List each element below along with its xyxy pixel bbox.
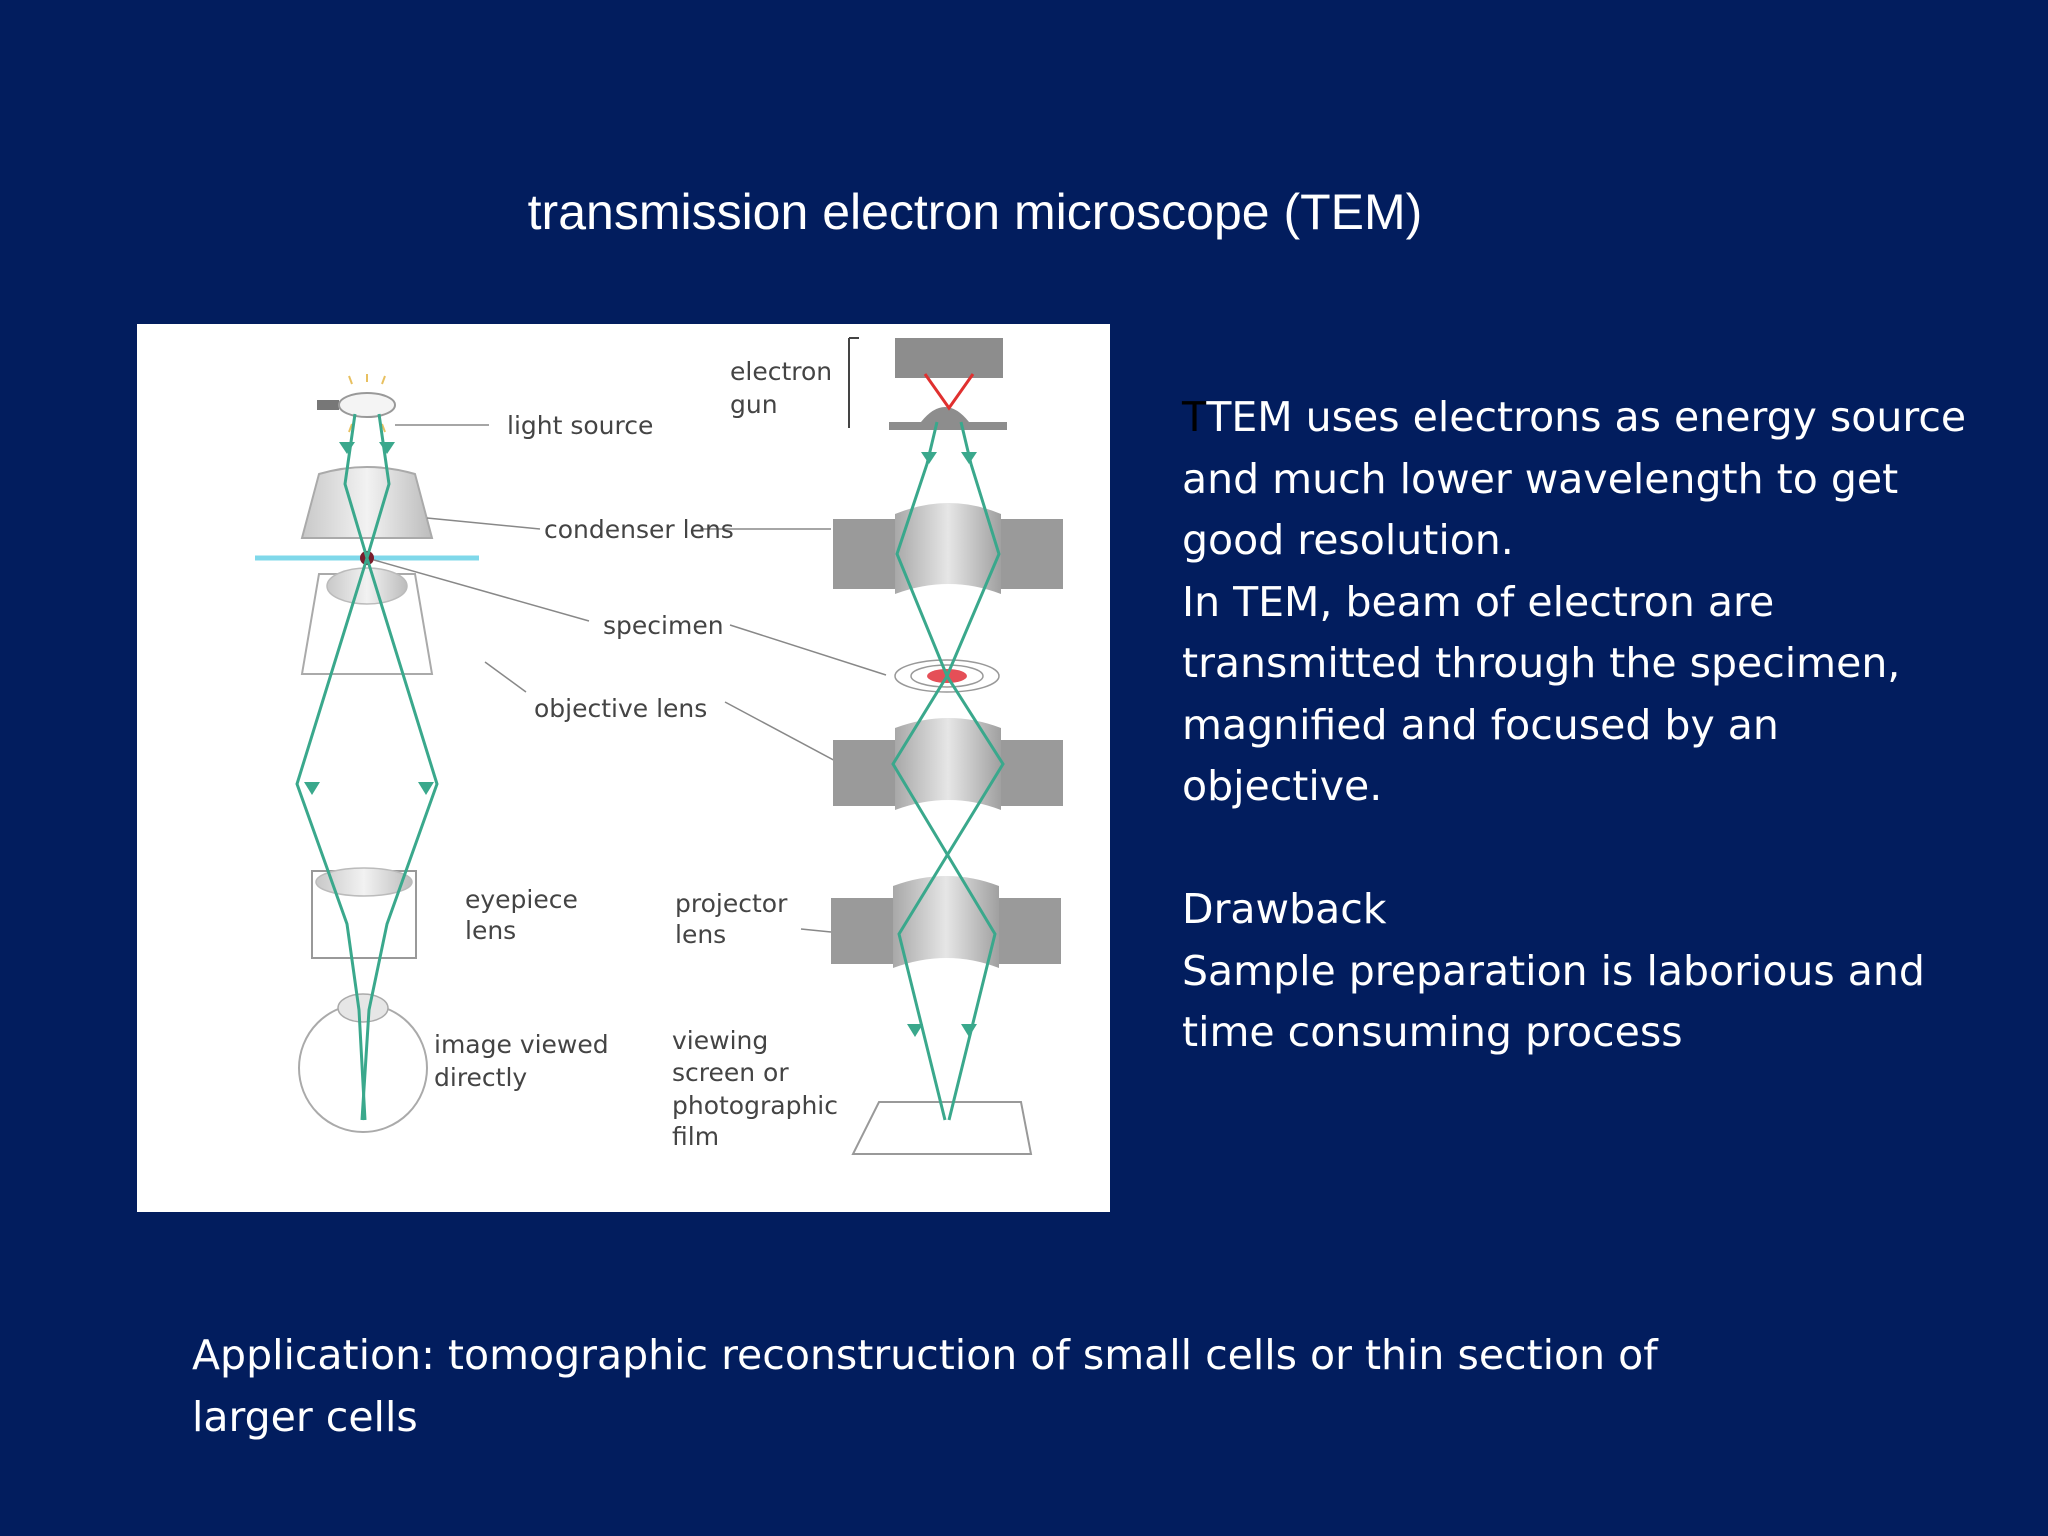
electron-microscope: [831, 337, 1063, 1155]
application-text: Application: tomographic reconstruction …: [192, 1325, 1792, 1448]
label-specimen: specimen: [603, 611, 724, 640]
description-line-3: good resolution.: [1182, 516, 1514, 564]
stray-character: T: [1182, 393, 1207, 441]
projector-lens-electron: [831, 876, 1061, 968]
label-projector-2: lens: [675, 920, 726, 949]
condenser-lens-light: [300, 466, 434, 539]
slide-title: transmission electron microscope (TEM): [527, 184, 1423, 240]
description-line-2: and much lower wavelength to get: [1182, 454, 1899, 503]
drawback-heading: Drawback: [1182, 885, 1387, 933]
label-viewing: viewing: [672, 1026, 768, 1055]
objective-lens-electron: [833, 718, 1063, 810]
viewing-screen: [851, 1101, 1033, 1155]
diagram-labels: electron gun light source condenser lens…: [434, 357, 838, 1151]
description-line-7: objective.: [1182, 762, 1383, 810]
microscope-comparison-diagram: electron gun light source condenser lens…: [137, 324, 1110, 1212]
description-line-1: TTEM uses electrons as energy source: [1182, 393, 1967, 441]
label-screen-or: screen or: [672, 1058, 789, 1087]
label-objective-lens: objective lens: [534, 694, 707, 723]
drawback-line-2: time consuming process: [1182, 1008, 1683, 1056]
label-image-viewed-2: directly: [434, 1063, 527, 1092]
description-line-4: In TEM, beam of electron are: [1182, 577, 1775, 626]
description-line-6: magnified and focused by an: [1182, 700, 1779, 749]
label-electron-gun: electron: [730, 357, 832, 386]
label-projector: projector: [675, 889, 788, 918]
label-eyepiece: eyepiece: [465, 885, 578, 914]
electron-gun: [848, 337, 1007, 430]
label-light-source: light source: [507, 411, 653, 440]
label-film: film: [672, 1122, 719, 1151]
label-eyepiece-2: lens: [465, 916, 516, 945]
label-electron-gun-2: gun: [730, 390, 778, 419]
light-rays: [295, 413, 439, 1121]
application-line-1: Application: tomographic reconstruction …: [192, 1331, 1658, 1379]
label-condenser-lens: condenser lens: [544, 515, 734, 544]
label-photographic: photographic: [672, 1091, 838, 1120]
label-image-viewed: image viewed: [434, 1030, 609, 1059]
drawback-line-1: Sample preparation is laborious and: [1182, 946, 1925, 995]
light-microscope: [255, 374, 887, 1133]
tem-description: TTEM uses electrons as energy source and…: [1182, 387, 2012, 1064]
light-source-bulb: [317, 374, 396, 433]
description-line-5: transmitted through the specimen,: [1182, 639, 1901, 687]
electron-rays: [891, 421, 1005, 1121]
application-line-2: larger cells: [192, 1392, 418, 1441]
condenser-lens-electron: [833, 503, 1063, 594]
